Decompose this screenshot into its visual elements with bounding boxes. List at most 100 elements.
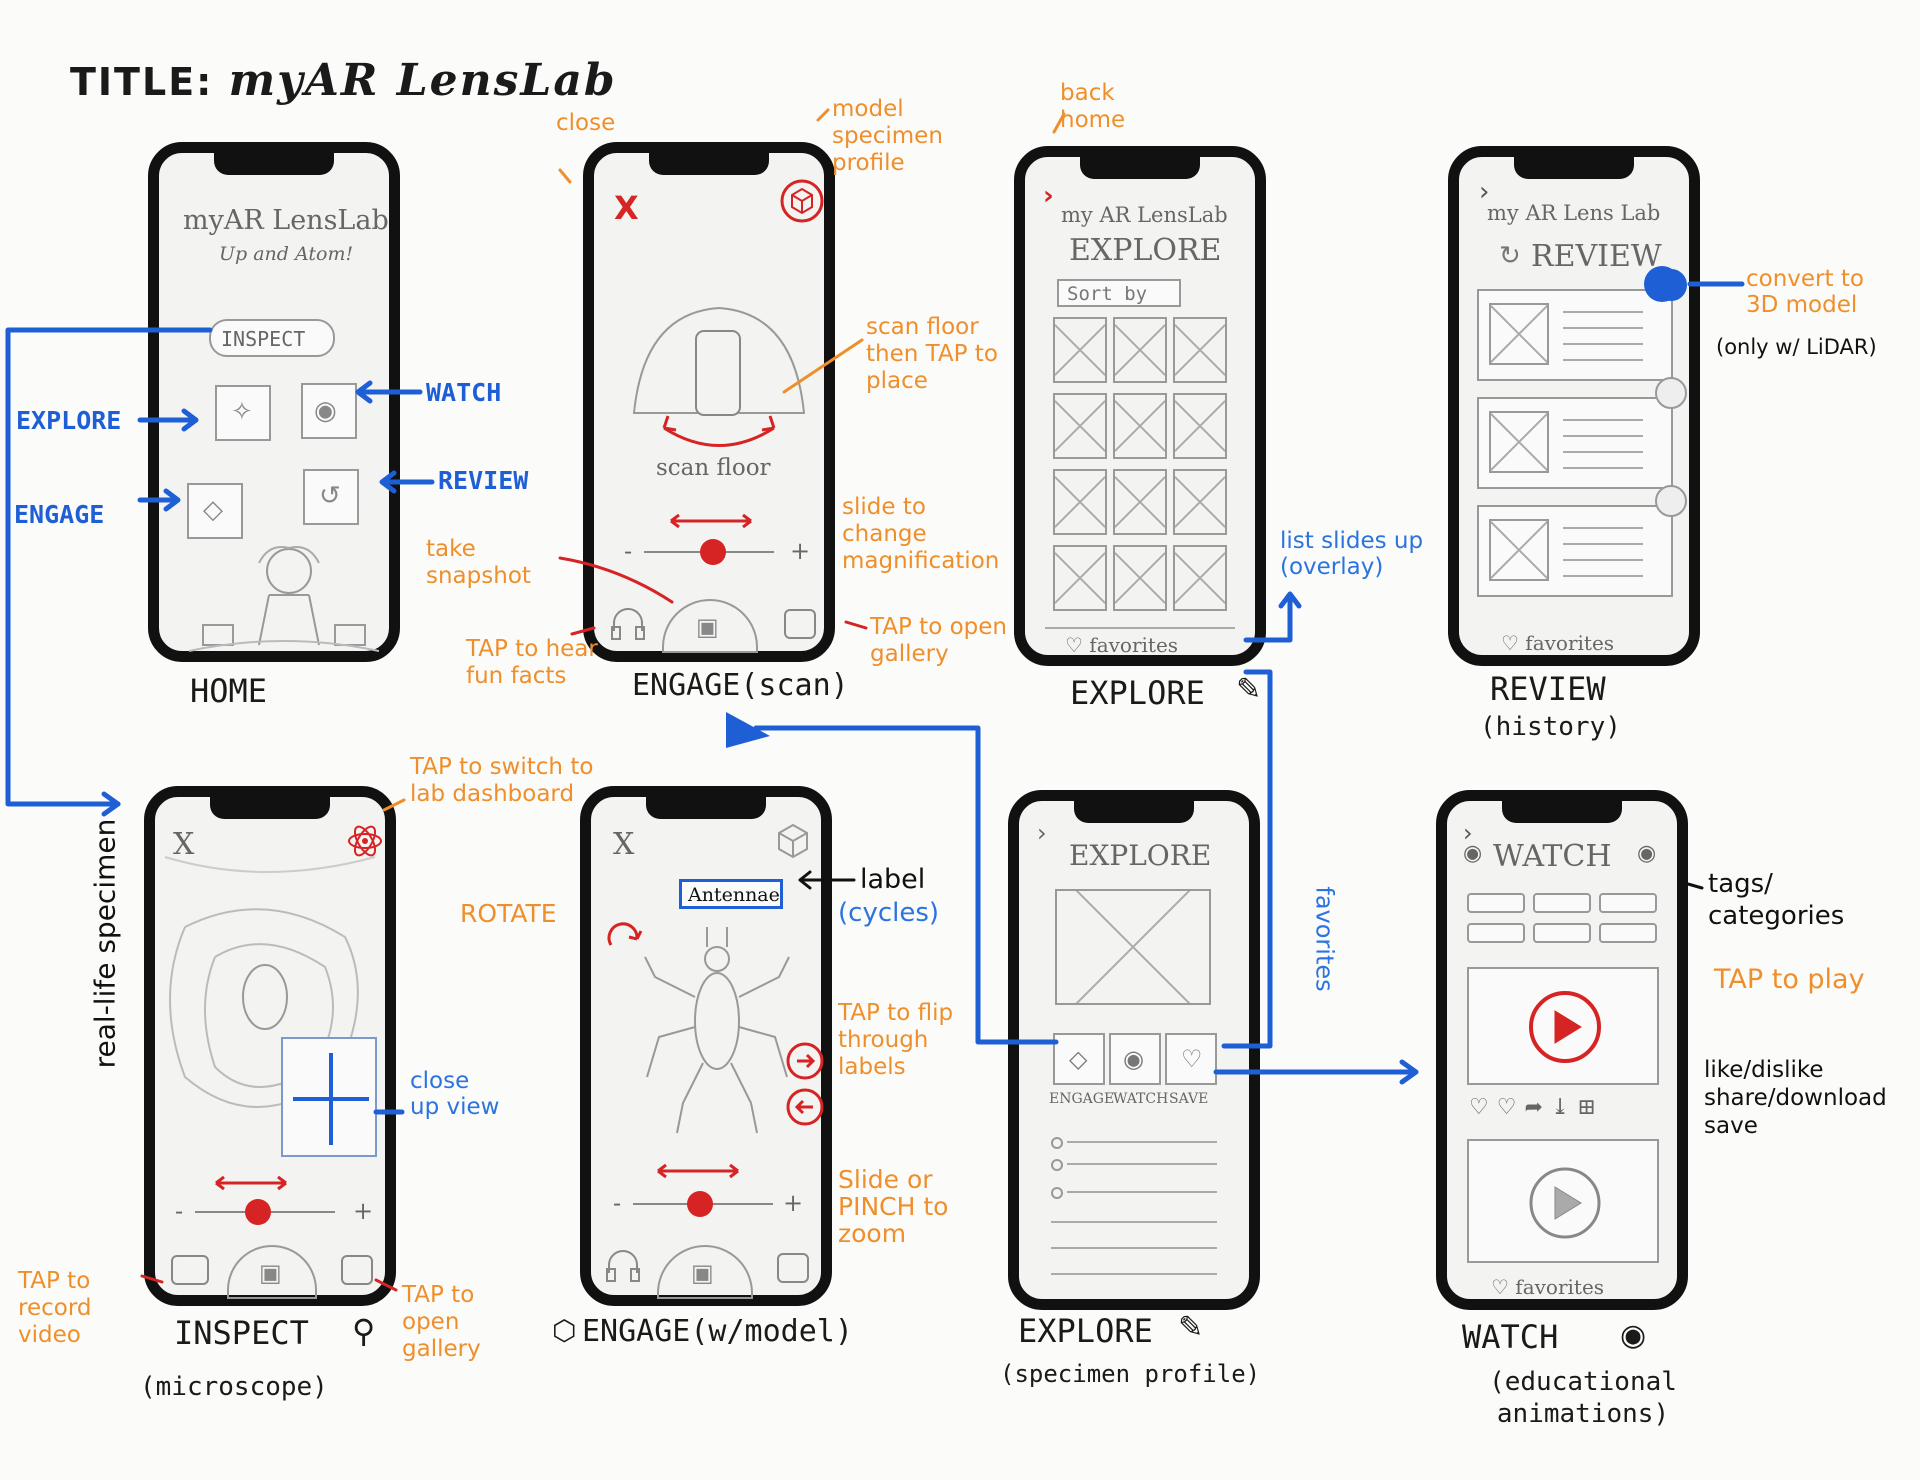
video-camera-icon[interactable] <box>171 1255 209 1285</box>
explore-compass-button[interactable]: ✧ <box>215 385 271 441</box>
engage-cube-button[interactable]: ◇ <box>187 483 243 539</box>
gallery-icon[interactable] <box>341 1255 373 1285</box>
play-button-icon[interactable] <box>1525 987 1605 1067</box>
specimen-thumbnail[interactable] <box>1053 393 1107 459</box>
magnification-slider-handle[interactable] <box>700 539 726 565</box>
video-player-2[interactable] <box>1467 1139 1659 1263</box>
home-screen: myAR LensLab Up and Atom! INSPECT ✧ ◉ ◇ … <box>148 142 400 662</box>
back-chevron-icon[interactable]: › <box>1463 819 1473 847</box>
magnification-slider-handle[interactable] <box>245 1199 271 1225</box>
back-chevron-icon[interactable]: › <box>1479 177 1490 207</box>
history-text-line <box>1563 543 1643 545</box>
specimen-thumbnail[interactable] <box>1113 469 1167 535</box>
headphones-icon[interactable] <box>608 603 648 643</box>
review-screen: › my AR Lens Lab ↻ REVIEW ♡ favorites <box>1448 146 1700 666</box>
back-chevron-icon[interactable]: › <box>1043 181 1054 211</box>
annotation-only-lidar: (only w/ LiDAR) <box>1716 335 1877 359</box>
cube-icon[interactable] <box>1655 377 1687 409</box>
convert-3d-model-icon[interactable] <box>1655 269 1687 301</box>
detail-text-line <box>1067 1163 1217 1165</box>
specimen-thumbnail[interactable] <box>1053 545 1107 611</box>
engage-button[interactable]: ◇ <box>1053 1033 1105 1085</box>
specimen-thumbnail[interactable] <box>1113 393 1167 459</box>
next-label-arrow-icon[interactable] <box>785 1041 825 1081</box>
annotation-tap-to-play: TAP to play <box>1714 964 1865 995</box>
title-text: myAR LensLab <box>228 55 617 106</box>
lab-dashboard-atom-icon[interactable] <box>345 821 385 861</box>
specimen-thumbnail[interactable] <box>1113 545 1167 611</box>
category-tag[interactable] <box>1599 923 1657 943</box>
sort-by-button[interactable]: Sort by <box>1057 279 1181 307</box>
history-text-line <box>1563 575 1643 577</box>
zoom-plus[interactable]: + <box>783 1189 804 1217</box>
cube-icon[interactable] <box>771 819 815 863</box>
specimen-thumbnail[interactable] <box>1173 545 1227 611</box>
watch-eye-button[interactable]: ◉ <box>301 383 357 439</box>
category-tag[interactable] <box>1533 893 1591 913</box>
specimen-thumbnail[interactable] <box>1173 317 1227 383</box>
annotation-list-slides-up: list slides up (overlay) <box>1280 528 1424 580</box>
watch-subcaption: (educational animations) <box>1489 1367 1677 1429</box>
category-tag[interactable] <box>1599 893 1657 913</box>
explore-profile-caption: EXPLORE <box>1018 1312 1153 1350</box>
review-history-button[interactable]: ↺ <box>303 469 359 525</box>
arrowhead-engage <box>726 712 770 748</box>
heart-icon: ♡ <box>1181 1045 1203 1073</box>
label-tag[interactable]: Antennae <box>679 879 783 909</box>
phone-notch <box>214 151 334 175</box>
specimen-thumbnail[interactable] <box>1173 469 1227 535</box>
favorites-tab[interactable]: ♡ favorites <box>1065 633 1179 657</box>
detail-text-line <box>1067 1191 1217 1193</box>
specimen-thumbnail[interactable] <box>1113 317 1167 383</box>
previous-label-arrow-icon[interactable] <box>785 1087 825 1127</box>
detail-text-line <box>1051 1221 1217 1223</box>
snapshot-camera-button[interactable]: ▣ <box>227 1245 317 1299</box>
phone-notch <box>1502 799 1622 823</box>
zoom-slider-handle[interactable] <box>687 1191 713 1217</box>
category-tag[interactable] <box>1533 923 1591 943</box>
back-chevron-icon[interactable]: › <box>1037 819 1047 847</box>
zoom-minus[interactable]: - <box>613 1189 622 1217</box>
snapshot-camera-button[interactable]: ▣ <box>657 1245 753 1299</box>
specimen-thumbnail[interactable] <box>1173 393 1227 459</box>
specimen-profile-cube-icon[interactable] <box>780 179 824 223</box>
insect-3d-model[interactable] <box>627 917 807 1137</box>
category-tag[interactable] <box>1467 923 1525 943</box>
play-button-icon[interactable] <box>1525 1163 1605 1243</box>
save-button[interactable]: ♡ <box>1165 1033 1217 1085</box>
explore-caption: EXPLORE <box>1070 674 1205 712</box>
zoom-plus[interactable]: + <box>353 1197 374 1225</box>
watch-button[interactable]: ◉ <box>1109 1033 1161 1085</box>
eye-icon: ◉ <box>1637 841 1657 866</box>
camera-icon: ▣ <box>696 613 719 641</box>
gallery-icon[interactable] <box>777 1253 809 1283</box>
zoom-minus[interactable]: - <box>624 537 633 565</box>
close-up-view-panel[interactable] <box>281 1037 377 1157</box>
gallery-icon[interactable] <box>784 609 816 639</box>
video-action-icons[interactable]: ♡♡➦⤓⊞ <box>1469 1095 1604 1120</box>
zoom-plus[interactable]: + <box>790 537 811 565</box>
detail-text-line <box>1051 1273 1217 1275</box>
close-icon[interactable]: X <box>613 827 635 862</box>
snapshot-camera-button[interactable]: ▣ <box>662 599 758 653</box>
headphones-icon[interactable] <box>603 1245 643 1285</box>
category-tag[interactable] <box>1467 893 1525 913</box>
explore-heading: EXPLORE <box>1069 233 1222 268</box>
engage-scan-caption: ENGAGE(scan) <box>632 668 849 703</box>
inspect-button-label: INSPECT <box>221 327 306 351</box>
close-icon[interactable]: X <box>614 189 639 227</box>
inspect-button[interactable]: INSPECT <box>209 319 335 357</box>
close-icon[interactable]: X <box>173 827 195 862</box>
video-player-1[interactable] <box>1467 967 1659 1085</box>
favorites-tab[interactable]: ♡ favorites <box>1491 1275 1605 1299</box>
zoom-minus[interactable]: - <box>175 1197 184 1225</box>
favorites-tab[interactable]: ♡ favorites <box>1501 631 1615 655</box>
cube-icon[interactable] <box>1655 485 1687 517</box>
detail-text-line <box>1067 1141 1217 1143</box>
specimen-thumbnail[interactable] <box>1053 317 1107 383</box>
history-text-line <box>1563 359 1643 361</box>
rotate-icon[interactable] <box>601 917 647 963</box>
specimen-thumbnail[interactable] <box>1053 469 1107 535</box>
scan-floor-placement[interactable] <box>624 303 814 473</box>
phone-notch <box>1514 155 1634 179</box>
